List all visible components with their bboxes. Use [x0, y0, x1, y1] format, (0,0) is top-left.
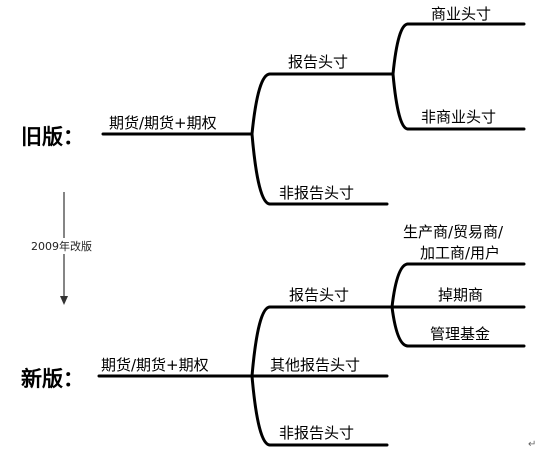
- new-root-label: 期货/期货+期权: [101, 356, 209, 374]
- new-version-title: 新版：: [21, 366, 84, 391]
- new-swap-label: 掉期商: [438, 286, 484, 304]
- old-root-label: 期货/期货+期权: [109, 114, 217, 132]
- new-producer-label-line1: 生产商/贸易商/: [403, 223, 504, 241]
- old-report-fork-lower: [391, 72, 410, 131]
- old-fork-lower: [250, 132, 272, 206]
- old-version-title: 旧版：: [21, 124, 84, 149]
- old-nonreport-label: 非报告头寸: [279, 184, 355, 202]
- transition-label: 2009年改版: [30, 238, 93, 254]
- new-report-fork-upper: [390, 262, 410, 309]
- old-noncommercial-label: 非商业头寸: [421, 108, 497, 126]
- return-mark: ↵: [527, 439, 538, 450]
- new-fork-lower: [250, 374, 272, 447]
- new-managed-label: 管理基金: [430, 325, 491, 343]
- new-fork-upper: [250, 305, 272, 378]
- old-commercial-label: 商业头寸: [431, 5, 492, 23]
- new-other-label: 其他报告头寸: [270, 356, 361, 374]
- old-fork-upper: [250, 72, 272, 136]
- transition-arrow-head: [60, 296, 68, 305]
- new-nonreport-label: 非报告头寸: [279, 424, 355, 442]
- old-report-label: 报告头寸: [288, 53, 349, 71]
- new-report-label: 报告头寸: [289, 286, 350, 304]
- new-report-fork-lower: [390, 305, 410, 348]
- new-producer-label-line2: 加工商/用户: [420, 244, 501, 262]
- old-report-fork-upper: [391, 22, 410, 76]
